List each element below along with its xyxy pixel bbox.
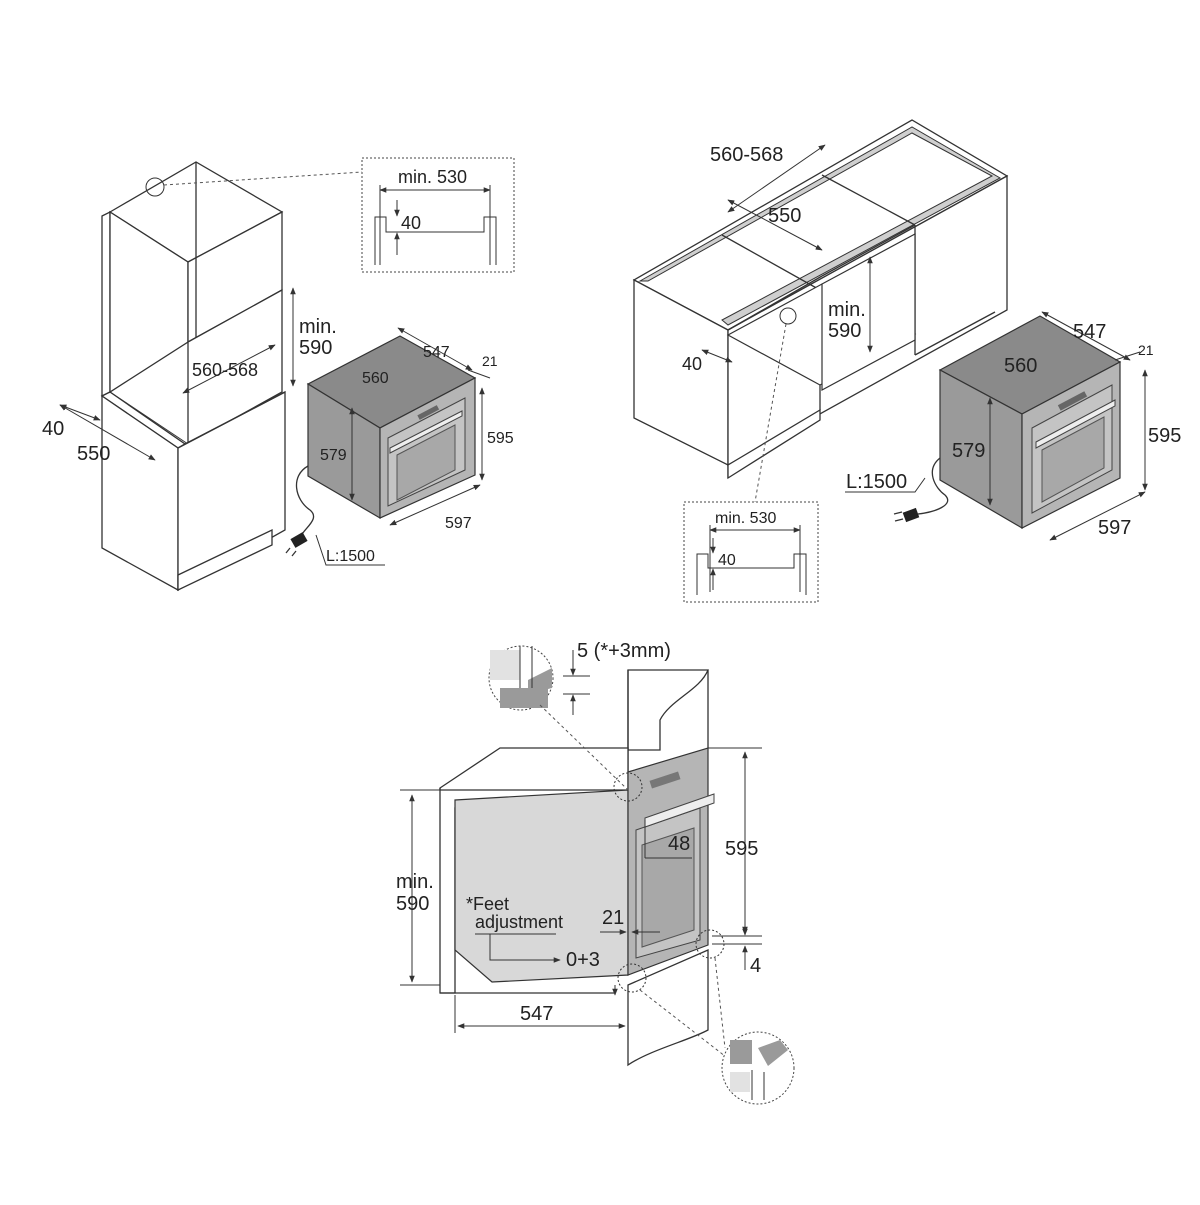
niche-height-label-2: min. [828,299,866,321]
bottom-gap-label: 4 [750,955,761,977]
detail-marker-circle-2 [779,307,797,325]
oven-width-label: 597 [445,515,472,532]
support-detail-box-2: min. 530 40 [683,501,819,603]
niche-depth-label-2: 550 [768,205,801,227]
cable-length-label: L:1500 [326,548,375,565]
oven-height-label-3: 595 [725,838,758,860]
oven-depth-label-3: 547 [520,1003,553,1025]
side-gap-label: 40 [42,418,64,440]
power-cable-2 [917,457,949,515]
oven-depth-label-2: 547 [1073,321,1106,343]
front-thickness-label: 21 [482,353,498,369]
column-cabinet-diagram: min. 530 40 560-568 min. 590 550 40 547 … [42,157,515,592]
oven-body-height-label-2: 579 [952,440,985,462]
upper-door-panel [627,669,709,751]
detail-marker-circle [145,177,165,197]
oven-inner-width-label-2: 560 [1004,355,1037,377]
niche-width-label: 560-568 [192,360,258,380]
top-gap-detail [488,645,554,711]
plug-icon-2 [893,507,920,523]
feet-range-label: 0+3 [566,949,600,971]
plug-icon [285,532,308,557]
cable-length-label-2: L:1500 [846,471,907,493]
niche-height-value: 590 [299,337,332,359]
oven-depth-label: 547 [423,344,450,361]
side-gap-label-2: 40 [682,354,702,374]
oven-unit [306,335,477,520]
front-thickness-label-2: 21 [1138,342,1154,358]
niche-width-label-2: 560-568 [710,144,783,166]
detail-gap-label-2: 40 [718,552,736,569]
feet-note-line1: *Feet [466,894,509,914]
detail-width-label: min. 530 [398,167,467,187]
oven-height-label: 595 [487,430,514,447]
oven-inner-width-label: 560 [362,370,389,387]
bottom-gap-detail [721,1031,795,1105]
niche-height-value-3: 590 [396,893,429,915]
niche-height-value-2: 590 [828,320,861,342]
oven-body-height-label: 579 [320,447,347,464]
power-cable [295,465,315,541]
detail-width-label-2: min. 530 [715,510,776,527]
oven-width-label-2: 597 [1098,517,1131,539]
oven-unit-2 [938,315,1122,530]
feet-note-line2: adjustment [475,912,563,932]
oven-body-section [454,789,629,983]
under-counter-diagram: 560-568 550 min. 590 40 min. 530 40 [632,119,1181,603]
niche-height-label-3: min. [396,871,434,893]
front-thickness-label-3: 21 [602,907,624,929]
handle-offset-label: 48 [668,833,690,855]
niche-height-label: min. [299,316,337,338]
support-detail-box: min. 530 40 [361,157,515,273]
lower-door-panel [627,949,709,1067]
detail-gap-label: 40 [401,213,421,233]
side-section-diagram: 5 (*+3mm) 595 48 min. 590 *Feet adjustme… [396,640,795,1105]
oven-height-label-2: 595 [1148,425,1181,447]
top-gap-label: 5 (*+3mm) [577,640,671,662]
niche-depth-label: 550 [77,443,110,465]
